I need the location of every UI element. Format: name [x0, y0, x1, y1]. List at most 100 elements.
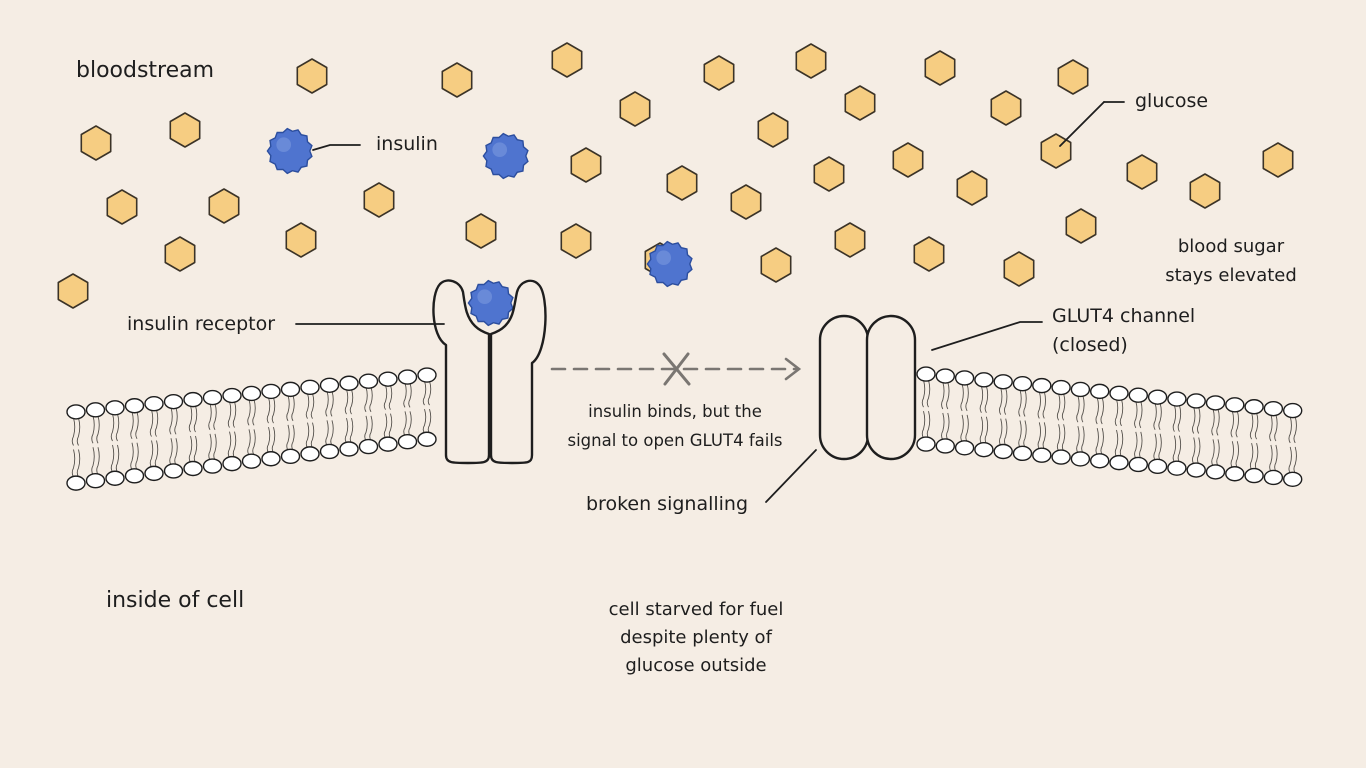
bloodstream-label: bloodstream [76, 58, 215, 83]
lipid-tail [1216, 439, 1220, 467]
signal-failure-note: insulin binds, but the signal to open GL… [552, 397, 798, 455]
lipid-tail [1100, 397, 1104, 425]
lipid-tail [1023, 420, 1027, 448]
glut4-label-line-1: GLUT4 channel [1052, 305, 1196, 327]
lipid-head-outer [1089, 383, 1110, 400]
lipid-tail [169, 407, 173, 435]
lipid-tail [408, 411, 412, 436]
cell-starved-note: cell starved for fuel despite plenty of … [576, 596, 816, 680]
lipid-tail [960, 414, 964, 443]
lipid-tail [369, 415, 373, 441]
lipid-tail [271, 397, 276, 424]
lipid-head-outer [1186, 393, 1206, 409]
glut4-channel [818, 314, 917, 461]
lipid-tail [286, 395, 290, 422]
cell-starved-line-2: despite plenty of [620, 627, 772, 648]
lipid-tail [174, 407, 178, 435]
lipid-tail [1172, 404, 1177, 432]
lipid-head-outer [974, 372, 994, 388]
lipid-tail [1139, 431, 1143, 459]
glucose-hexagon-icon [834, 222, 866, 258]
x-mark-icon [663, 352, 690, 386]
cell-membrane-right [916, 366, 1303, 487]
lipid-tail [154, 409, 159, 437]
lipid-head-outer [1147, 389, 1168, 405]
lipid-tail [1269, 444, 1273, 472]
insulin-molecule-icon [482, 132, 529, 180]
lipid-tail [310, 422, 315, 449]
insulin-receptor [432, 279, 547, 465]
lipid-head-inner [1147, 458, 1168, 475]
signal-note-line-1: insulin binds, but the [588, 402, 762, 421]
insulin-leader-line [312, 144, 361, 151]
lipid-head-outer [1109, 385, 1129, 401]
glucose-hexagon-icon [296, 58, 328, 94]
lipid-tail [1061, 424, 1066, 452]
glucose-hexagon-icon [913, 236, 945, 272]
cell-membrane-left [66, 367, 437, 491]
lipid-tail [115, 413, 120, 442]
lipid-tail [1216, 408, 1220, 436]
lipid-tail [1274, 414, 1278, 442]
glucose-leader-line [1059, 101, 1105, 147]
insulin-label: insulin [376, 133, 438, 155]
lipid-tail [383, 413, 388, 439]
lipid-tail [1018, 420, 1022, 448]
lipid-head-inner [1225, 466, 1245, 482]
lipid-tail [325, 391, 329, 417]
lipid-tail [1192, 437, 1196, 465]
lipid-tail [169, 438, 173, 466]
lipid-tail [115, 444, 120, 473]
lipid-head-outer [954, 370, 975, 386]
lipid-tail [999, 418, 1003, 446]
lipid-tail [1192, 406, 1196, 434]
glucose-hexagon-icon [892, 142, 924, 178]
lipid-head-outer [1012, 375, 1033, 392]
lipid-head-outer [163, 393, 184, 410]
lipid-head-outer [222, 387, 242, 404]
lipid-tail [247, 399, 251, 426]
glucose-label: glucose [1135, 90, 1209, 112]
lipid-tail [999, 387, 1003, 415]
lipid-tail [364, 415, 368, 441]
lipid-tail [1081, 395, 1085, 423]
lipid-head-outer [1282, 402, 1303, 419]
glucose-hexagon-icon [285, 222, 317, 258]
glucose-hexagon-icon [57, 273, 89, 309]
glucose-hexagon-icon [164, 236, 196, 272]
lipid-tail [1114, 399, 1119, 427]
glucose-hexagon-icon [757, 112, 789, 148]
lipid-head-outer [935, 368, 955, 384]
lipid-tail [252, 429, 256, 456]
lipid-tail [76, 417, 81, 446]
insulin-molecule-icon [467, 279, 514, 327]
lipid-tail [1139, 401, 1143, 429]
lipid-head-inner [1186, 462, 1206, 478]
glucose-hexagon-icon [956, 170, 988, 206]
cell-starved-line-3: glucose outside [625, 655, 767, 676]
lipid-tail [1230, 441, 1234, 468]
lipid-tail [1037, 422, 1041, 450]
lipid-tail [979, 416, 984, 444]
glut4-leader-line [931, 321, 1043, 351]
lipid-tail [965, 414, 969, 443]
insulin-receptor-label: insulin receptor [127, 313, 276, 335]
lipid-head-inner [183, 460, 203, 477]
glucose-hexagon-icon [363, 182, 395, 218]
lipid-tail [422, 409, 427, 434]
glucose-hexagon-icon [813, 156, 845, 192]
lipid-tail [193, 405, 198, 433]
lipid-tail [252, 399, 256, 426]
lipid-head-inner [954, 440, 975, 456]
lipid-tail [330, 420, 334, 446]
insulin-molecule-icon [266, 127, 313, 175]
lipid-head-inner [916, 436, 936, 452]
lipid-tail [1114, 429, 1119, 457]
lipid-tail [1274, 444, 1278, 472]
lipid-tail [1095, 397, 1099, 425]
lipid-tail [1056, 424, 1061, 452]
lipid-tail [305, 422, 310, 449]
lipid-head-outer [66, 404, 86, 420]
lipid-tail [71, 417, 76, 446]
lipid-tail [1249, 443, 1254, 470]
